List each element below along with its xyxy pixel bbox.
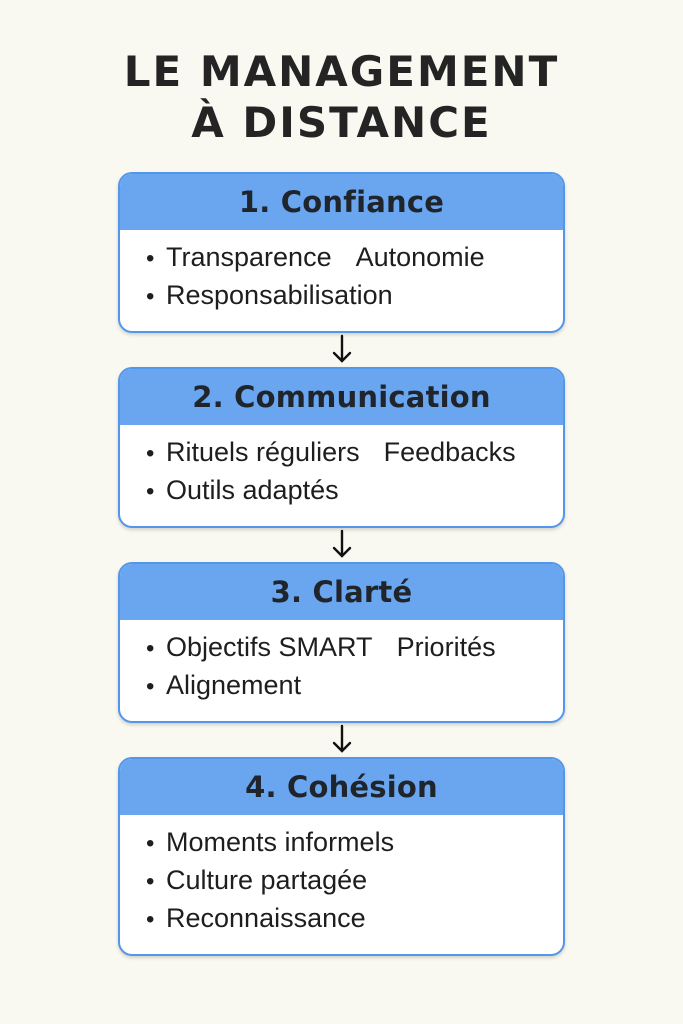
- page-title: LE MANAGEMENT À DISTANCE: [0, 0, 683, 148]
- bullet-item-text: Transparence: [166, 242, 332, 272]
- down-arrow-icon: [118, 333, 565, 367]
- bullet-dot-icon: •: [146, 868, 155, 895]
- bullet-dot-icon: •: [146, 245, 155, 272]
- step-header: 2. Communication: [120, 369, 563, 425]
- bullet-line: • Rituels réguliers Feedbacks: [146, 434, 549, 472]
- down-arrow-icon: [118, 528, 565, 562]
- bullet-item-text: Objectifs SMART: [166, 632, 373, 662]
- step-header: 3. Clarté: [120, 564, 563, 620]
- step-body: • Moments informels • Culture partagée • Reco…: [120, 815, 563, 954]
- page-title-line2: À DISTANCE: [191, 98, 492, 147]
- bullet-line: • Alignement: [146, 667, 549, 705]
- step-card: 1. Confiance • Transparence Autonomie • Resp…: [118, 172, 565, 333]
- step-body: • Transparence Autonomie • Responsabilisatio…: [120, 230, 563, 331]
- steps-flow: 1. Confiance • Transparence Autonomie • Resp…: [118, 172, 565, 956]
- bullet-item-text: Moments informels: [166, 827, 395, 857]
- bullet-item-text: Culture partagée: [166, 865, 368, 895]
- bullet-item-text: Outils adaptés: [166, 475, 339, 505]
- bullet-item-text: Autonomie: [355, 242, 485, 272]
- step-card: 3. Clarté • Objectifs SMART Priorités • Alig…: [118, 562, 565, 723]
- bullet-item-text: Responsabilisation: [166, 280, 393, 310]
- bullet-dot-icon: •: [146, 635, 155, 662]
- bullet-line: • Outils adaptés: [146, 472, 549, 510]
- step-body: • Objectifs SMART Priorités • Alignement: [120, 620, 563, 721]
- bullet-line: • Objectifs SMART Priorités: [146, 629, 549, 667]
- bullet-item-text: Rituels réguliers: [166, 437, 360, 467]
- step-header: 1. Confiance: [120, 174, 563, 230]
- bullet-dot-icon: •: [146, 673, 155, 700]
- bullet-item-text: Priorités: [396, 632, 496, 662]
- bullet-item-text: Alignement: [166, 670, 302, 700]
- bullet-item-text: Feedbacks: [383, 437, 516, 467]
- bullet-line: • Transparence Autonomie: [146, 239, 549, 277]
- bullet-dot-icon: •: [146, 478, 155, 505]
- bullet-dot-icon: •: [146, 283, 155, 310]
- step-header: 4. Cohésion: [120, 759, 563, 815]
- step-card: 4. Cohésion • Moments informels • Culture p…: [118, 757, 565, 956]
- step-body: • Rituels réguliers Feedbacks • Outils adapt…: [120, 425, 563, 526]
- bullet-line: • Culture partagée: [146, 862, 549, 900]
- bullet-line: • Moments informels: [146, 824, 549, 862]
- bullet-dot-icon: •: [146, 906, 155, 933]
- page-title-line1: LE MANAGEMENT: [123, 47, 560, 96]
- down-arrow-icon: [118, 723, 565, 757]
- bullet-dot-icon: •: [146, 440, 155, 467]
- bullet-item-text: Reconnaissance: [166, 903, 366, 933]
- bullet-dot-icon: •: [146, 830, 155, 857]
- bullet-line: • Responsabilisation: [146, 277, 549, 315]
- step-card: 2. Communication • Rituels réguliers Feedb…: [118, 367, 565, 528]
- bullet-line: • Reconnaissance: [146, 900, 549, 938]
